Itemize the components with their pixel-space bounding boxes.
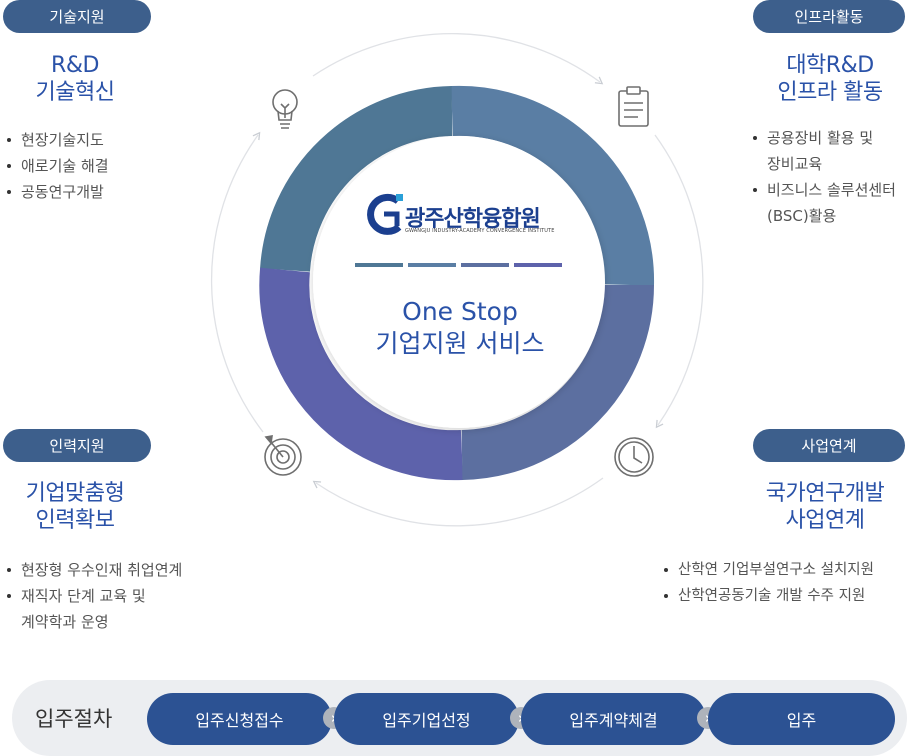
tech-title-line1: R&D — [51, 53, 99, 78]
ring-segment-bottom-right — [461, 284, 654, 480]
arc-top — [312, 33, 604, 85]
list-item: 공동연구개발 — [7, 179, 109, 205]
process-label: 입주절차 — [35, 707, 113, 731]
tech-support-tag: 기술지원 — [3, 0, 151, 33]
process-step-select: 입주기업선정 — [334, 693, 519, 745]
institute-logo-icon — [367, 193, 403, 235]
ring-segments — [259, 85, 655, 481]
center-title-line1: One Stop — [402, 297, 518, 326]
target-icon — [264, 435, 302, 476]
list-item: 계약학과 운영 — [21, 613, 109, 631]
clipboard-icon — [618, 86, 649, 127]
center-disc — [313, 136, 605, 428]
infra-title-line1: 대학R&D — [786, 53, 874, 78]
biz-title-line2: 사업연계 — [785, 508, 865, 533]
list-item: 비즈니스 솔루션센터 — [753, 177, 896, 203]
arc-bottom — [312, 477, 604, 527]
infra-section-title: 대학R&D 인프라 활동 — [740, 52, 919, 106]
hr-title-line2: 인력확보 — [35, 508, 115, 533]
ring-segment-left — [260, 86, 453, 273]
institute-logo-subtitle: GWANGJU INDUSTRY-ACADEMY CONVERGENCE INS… — [405, 228, 555, 234]
list-item: 재직자 단계 교육 및 — [7, 583, 182, 609]
hr-section-title: 기업맞춤형 인력확보 — [0, 480, 150, 534]
infra-item-list: 공용장비 활용 및 장비교육 비즈니스 솔루션센터 (BSC)활용 — [753, 125, 896, 229]
list-item: 공용장비 활용 및 — [753, 125, 896, 151]
arc-left — [210, 131, 264, 433]
infra-activity-tag: 인프라활동 — [753, 0, 905, 33]
clock-icon — [614, 437, 654, 477]
service-ring-diagram — [210, 33, 704, 527]
list-item: (BSC)활용 — [767, 207, 837, 225]
process-step-contract: 입주계약체결 — [521, 693, 706, 745]
tech-item-list: 현장기술지도 애로기술 해결 공동연구개발 — [7, 127, 109, 205]
hr-support-tag: 인력지원 — [3, 429, 151, 462]
list-item: 현장형 우수인재 취업연계 — [7, 557, 182, 583]
biz-title-line1: 국가연구개발 — [765, 481, 885, 506]
list-item: 애로기술 해결 — [7, 153, 109, 179]
list-item: 장비교육 — [767, 155, 823, 173]
tech-title-line2: 기술혁신 — [35, 80, 115, 105]
ring-segment-bottom-left — [259, 267, 464, 481]
center-divider — [355, 263, 562, 267]
lightbulb-icon — [272, 89, 298, 129]
biz-link-tag: 사업연계 — [753, 429, 905, 462]
list-item: 산학연 기업부설연구소 설치지원 — [664, 557, 874, 583]
hr-item-list: 현장형 우수인재 취업연계 재직자 단계 교육 및 계약학과 운영 — [7, 557, 182, 635]
center-title-line2: 기업지원 서비스 — [375, 329, 545, 358]
tech-section-title: R&D 기술혁신 — [0, 52, 150, 106]
center-title: One Stop 기업지원 서비스 — [335, 296, 585, 360]
list-item: 산학연공동기술 개발 수주 지원 — [664, 583, 874, 609]
biz-item-list: 산학연 기업부설연구소 설치지원 산학연공동기술 개발 수주 지원 — [664, 557, 874, 609]
biz-section-title: 국가연구개발 사업연계 — [730, 480, 919, 534]
process-step-apply: 입주신청접수 — [147, 693, 332, 745]
infra-title-line2: 인프라 활동 — [777, 80, 883, 105]
process-step-move-in: 입주 — [708, 693, 895, 745]
ring-segment-top — [450, 85, 655, 286]
outer-cycle-arcs — [210, 33, 704, 527]
hr-title-line1: 기업맞춤형 — [25, 481, 125, 506]
arc-right — [654, 134, 704, 429]
institute-logo-name: 광주산학융합원 — [405, 207, 541, 232]
list-item: 현장기술지도 — [7, 127, 109, 153]
